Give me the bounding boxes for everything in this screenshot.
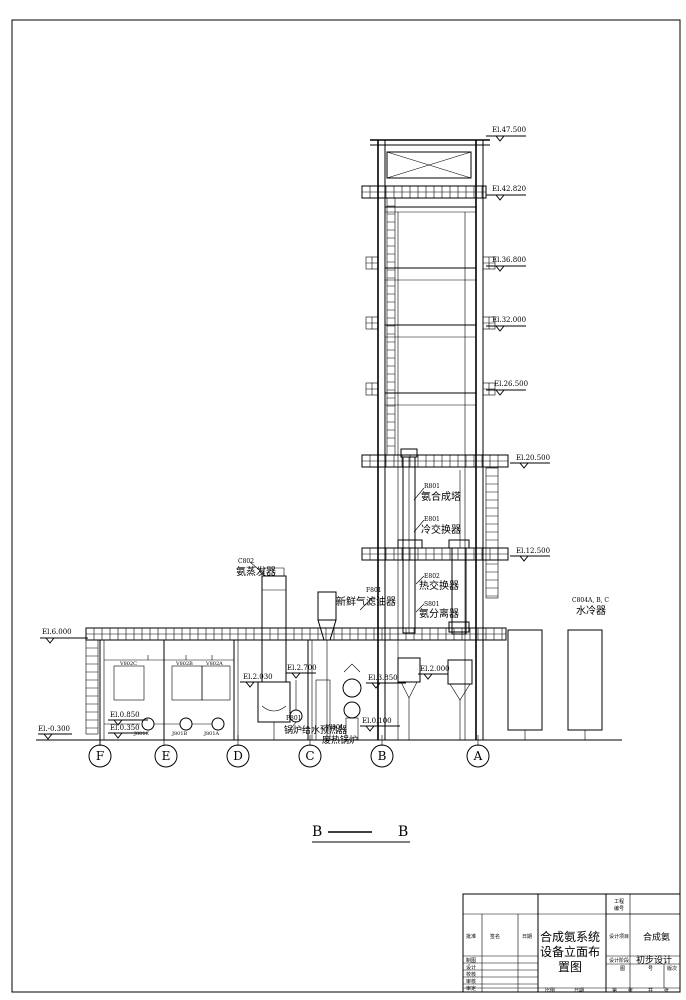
el-26500: El.26.500 <box>494 380 528 388</box>
c802-evaporator <box>257 567 291 740</box>
tb-title-1: 合成氨系统 <box>540 929 600 944</box>
el-2700: El.2.700 <box>287 664 317 672</box>
ladder-left <box>386 197 396 456</box>
e801-tag: E801 <box>424 516 440 523</box>
tb-bottom-6: 张 <box>664 987 669 994</box>
j801b-tag: J801B <box>171 731 188 737</box>
el-20500: El.20.500 <box>516 454 550 462</box>
e801-e802-tower <box>447 470 473 740</box>
p801-tag: P801 <box>286 715 302 722</box>
elevation-markers <box>38 135 550 740</box>
tb-drawing-no-label: 图 <box>620 966 625 972</box>
el-2000: El.2.000 <box>420 665 450 673</box>
tb-col-ver: 批准 <box>466 933 476 940</box>
tb-project-label: 设计项目 <box>609 933 629 940</box>
axis-label-f: F <box>96 749 104 763</box>
el-6000: El.6.000 <box>42 628 72 636</box>
stair-right <box>485 467 499 599</box>
low-platform <box>85 627 507 740</box>
p801-name: 锅炉给水预热器 <box>284 724 347 736</box>
c802-name: 氨蒸发器 <box>236 565 276 578</box>
tb-row-2: 设计 <box>466 964 476 971</box>
tall-frame <box>370 139 490 740</box>
el-12500: El.12.500 <box>516 547 550 555</box>
tb-row-3: 校核 <box>466 971 476 978</box>
axis-label-b: B <box>378 749 387 763</box>
el-32000: El.32.000 <box>492 316 526 324</box>
j801c-tag: J801C <box>133 731 150 737</box>
el-2030: El.2.030 <box>243 673 273 681</box>
axis-label-a: A <box>473 749 483 763</box>
r801-name: 氨合成塔 <box>421 490 461 503</box>
c802-tag: C802 <box>238 558 254 565</box>
section-label-right: B <box>398 824 408 840</box>
axis-label-c: C <box>305 749 314 763</box>
f801-filter <box>315 591 337 741</box>
el-36800: El.36.800 <box>492 256 526 264</box>
tb-col-check: 签名 <box>490 933 500 940</box>
leader-lines <box>249 487 425 735</box>
tb-project-no-1: 工程 <box>614 898 624 905</box>
tb-bottom-5: 共 <box>648 987 653 994</box>
c804-tag: C804A, B, C <box>572 597 609 604</box>
section-label-left: B <box>312 824 322 840</box>
floor-slab-20500 <box>361 454 509 468</box>
sheet-border <box>11 19 681 993</box>
r801-tag: R801 <box>424 483 440 490</box>
v802a-tag: V802A <box>205 661 223 667</box>
e801-name: 冷交换器 <box>421 523 461 536</box>
f801-name: 新鲜气滤油器 <box>336 595 396 608</box>
el-m0300: El.-0.300 <box>38 725 70 733</box>
e802-tag: E802 <box>424 573 440 580</box>
v802-vessels <box>113 655 231 701</box>
tb-sheet: 版次 <box>667 965 677 972</box>
s801-name: 氨分离器 <box>419 607 459 620</box>
tb-stage-value: 初步设计 <box>636 954 672 966</box>
tb-title-3: 置图 <box>558 960 582 974</box>
v802c-tag: V802C <box>119 661 137 667</box>
el-47500: El.47.500 <box>492 126 526 134</box>
tb-stage-label: 设计阶段 <box>609 957 629 964</box>
el-0100: El.0.100 <box>362 717 392 725</box>
r801-tower <box>397 448 423 740</box>
floor-slab-42820 <box>361 185 487 199</box>
tb-title-2: 设备立面布 <box>540 944 600 959</box>
tb-bottom-4: 张 <box>628 987 633 994</box>
j801-pumps <box>104 717 225 731</box>
tb-bottom-2: 日期 <box>574 988 584 994</box>
axis-grid <box>88 735 490 768</box>
s801-tag: S801 <box>424 601 440 608</box>
j801a-tag: J801A <box>203 731 220 737</box>
tb-row-1: 制图 <box>466 957 476 964</box>
tb-row-4: 审核 <box>466 978 476 985</box>
tb-col-date: 日期 <box>522 934 532 940</box>
tb-drawing-no: 号 <box>648 966 653 972</box>
el-0350: El.0.350 <box>110 724 140 732</box>
el-3850: El.3.850 <box>368 674 398 682</box>
v802b-tag: V802B <box>175 661 193 667</box>
tb-bottom-1: 比例 <box>545 987 555 994</box>
title-block <box>462 893 681 993</box>
tb-bottom-3: 第 <box>612 987 617 994</box>
tb-row-5: 审定 <box>466 985 476 992</box>
c804-name: 水冷器 <box>576 604 606 617</box>
axis-label-d: D <box>233 749 243 763</box>
tb-project-no-2: 编号 <box>614 905 624 912</box>
w801-name: 废热锅炉 <box>322 734 358 746</box>
w801-boiler <box>342 663 362 741</box>
f801-tag: F801 <box>366 587 382 594</box>
el-42820: El.42.820 <box>492 185 526 193</box>
el-0850: El.0.850 <box>110 711 140 719</box>
c804-coolers <box>507 629 603 740</box>
section-label: B B <box>312 824 410 843</box>
floor-slab-12500 <box>361 547 509 561</box>
small-platforms <box>365 256 496 396</box>
e802-name: 热交换器 <box>419 579 459 592</box>
tb-project-value: 合成氨 <box>643 931 670 943</box>
w801-tag: W801 <box>326 724 344 731</box>
axis-label-e: E <box>162 749 171 763</box>
